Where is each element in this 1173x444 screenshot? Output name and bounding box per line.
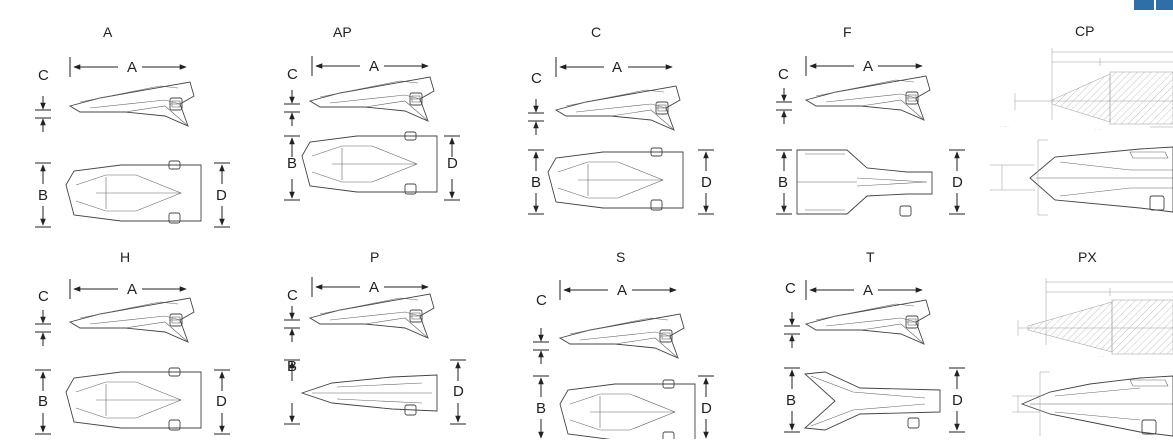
dim-label-a: A xyxy=(617,282,627,299)
drawing-title: CP xyxy=(1075,23,1094,39)
dim-label-b: B xyxy=(287,155,297,172)
svg-text:· · ·: · · · xyxy=(1095,127,1101,132)
dim-label-a: A xyxy=(863,282,873,299)
tooth-diagram-p: P A C B D xyxy=(284,249,466,424)
dim-label-a: A xyxy=(369,279,379,296)
dim-label-c: C xyxy=(778,66,789,83)
dim-label-a: A xyxy=(612,59,622,76)
tooth-title: H xyxy=(120,249,130,265)
dim-label-c: C xyxy=(536,292,547,309)
svg-text:· · · ·: · · · · xyxy=(1000,124,1009,129)
dim-label-d: D xyxy=(952,392,963,409)
dim-label-c: C xyxy=(38,288,49,305)
dim-label-c: C xyxy=(287,287,298,304)
dim-label-d: D xyxy=(453,383,464,400)
corner-button-right[interactable] xyxy=(1156,0,1173,10)
tooth-diagram-a: A A C B D xyxy=(35,24,230,227)
dim-label-b: B xyxy=(38,393,48,410)
tooth-title: C xyxy=(591,24,601,40)
tooth-title: T xyxy=(866,249,875,265)
tooth-title: F xyxy=(843,24,852,40)
dim-label-d: D xyxy=(952,174,963,191)
dim-label-d: D xyxy=(447,155,458,172)
tooth-diagram-c: C A C B D xyxy=(528,24,714,214)
tooth-diagram-h: H A C B D xyxy=(35,249,230,434)
dim-label-d: D xyxy=(216,393,227,410)
drawing-title: PX xyxy=(1078,249,1097,265)
dim-label-a: A xyxy=(127,59,137,76)
dim-label-b: B xyxy=(38,187,48,204)
tooth-title: AP xyxy=(333,24,352,40)
dim-label-a: A xyxy=(369,58,379,75)
dim-label-c: C xyxy=(287,66,298,83)
technical-drawing-cp: CP · · · · · · · xyxy=(990,23,1173,216)
dim-label-a: A xyxy=(863,58,873,75)
dim-label-d: D xyxy=(701,174,712,191)
tooth-diagram-ap: AP A C B D xyxy=(284,24,460,200)
tooth-title: P xyxy=(370,249,379,265)
tooth-title: S xyxy=(616,249,625,265)
dim-label-c: C xyxy=(38,67,49,84)
dim-label-c: C xyxy=(531,70,542,87)
dim-label-c: C xyxy=(785,280,796,297)
dim-label-b: B xyxy=(531,174,541,191)
tooth-diagram-s: S A C B D xyxy=(533,249,714,443)
dim-label-b: B xyxy=(287,358,297,375)
corner-button-left[interactable] xyxy=(1134,0,1154,10)
dim-label-a: A xyxy=(127,281,137,298)
tooth-diagram-f: F A C B D xyxy=(776,24,965,217)
dim-label-b: B xyxy=(778,174,788,191)
tooth-diagram-t: T A C B D xyxy=(784,249,965,432)
dim-label-d: D xyxy=(216,187,227,204)
tooth-title: A xyxy=(103,24,113,40)
dim-label-b: B xyxy=(786,392,796,409)
svg-text:· · ·: · · · xyxy=(1098,354,1104,359)
technical-drawing-px: PX · · · xyxy=(1012,249,1173,437)
dim-label-d: D xyxy=(701,400,712,417)
dim-label-b: B xyxy=(536,400,546,417)
